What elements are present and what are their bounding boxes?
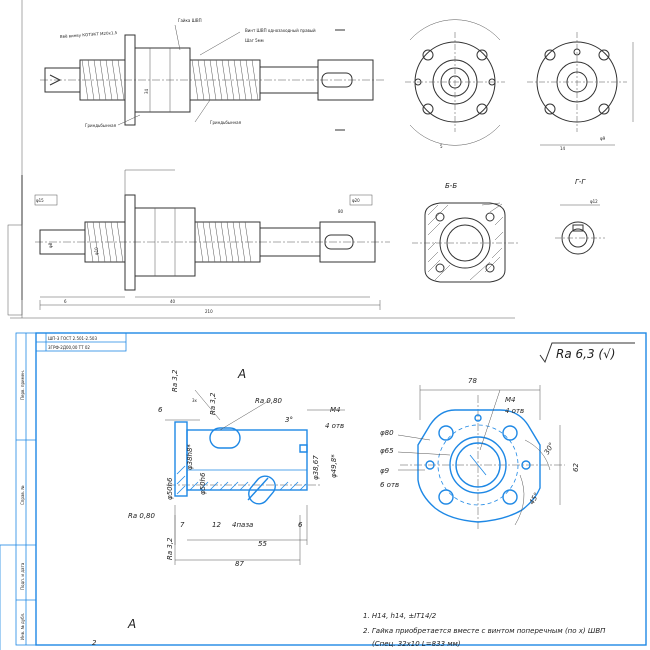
nut-callout: Гайка ШВП <box>178 18 202 23</box>
end-view-1 <box>405 19 505 146</box>
top-sheet: Ввё винву КОТЭКТ М20х1,5 Гайка ШВП Винт … <box>7 0 634 319</box>
dim-3: 3x <box>192 398 198 403</box>
roughness-symbol <box>539 342 635 364</box>
dim-d80: φ80 <box>380 429 394 437</box>
dim-d50b: φ50h6 <box>199 472 207 495</box>
footer-number: 2 <box>92 639 97 647</box>
dim-d65: φ65 <box>380 447 394 455</box>
nut-section-view <box>165 389 345 565</box>
dim-55: 55 <box>258 540 267 548</box>
dim-6holes: 6 отв <box>380 481 399 489</box>
thread-right-callout: Гриндьбынная <box>210 120 242 125</box>
view-a-label: A <box>237 367 246 381</box>
step-callout: Шаг 5мм <box>245 38 264 43</box>
end-view-2 <box>527 32 634 146</box>
dim-3deg: 3° <box>285 416 293 424</box>
side-label-3: Подп. и дата <box>20 562 25 590</box>
dim-62: 62 <box>572 463 580 472</box>
thread-left-callout: Гриндьбынная <box>85 123 117 128</box>
dim-6b: 6 <box>298 521 303 529</box>
dim-87: 87 <box>235 560 244 568</box>
stamp-cell-2: 3ГРФ-2Д00,00 ТТ 02 <box>48 345 90 350</box>
dim-m4: М4 <box>330 406 341 414</box>
screw-callout: Винт ШВП однозаходный правый <box>245 28 316 33</box>
angle-45: 45° <box>528 491 541 506</box>
note-3: (Спец. 32х10 L=833 мм) <box>372 640 461 648</box>
ra08-a: Ra 0,80 <box>255 397 283 405</box>
dim-7: 7 <box>180 521 185 529</box>
nut-flange-view <box>397 385 565 530</box>
dim-4holes: 4 отв <box>325 422 344 430</box>
bottom-sheet <box>0 332 647 650</box>
ra32-a: Ra 3,2 <box>171 369 179 392</box>
screw-assembly-front <box>40 24 385 131</box>
note-1: 1. H14, h14, ±IT14/2 <box>363 612 437 620</box>
roughness-label: Ra 6,3 (√) <box>556 347 615 361</box>
side-label-1: Перв. примен. <box>20 370 25 400</box>
section-gg-label: Г-Г <box>575 178 586 186</box>
ra32-c: Ra 3,2 <box>166 537 174 560</box>
dim-12: 12 <box>212 521 221 529</box>
stamp-cell-1: ШП-3 ГОСТ 2.501-2.503 <box>48 336 97 341</box>
dim-6: 6 <box>158 406 163 414</box>
dim-d498: φ49,8* <box>330 454 338 478</box>
screw-assembly-section <box>34 169 390 310</box>
side-label-2: Справ. № <box>20 486 25 505</box>
ra32-b: Ra 3,2 <box>209 392 217 415</box>
angle-30: 30° <box>543 441 556 456</box>
left-note: Ввё винву КОТЭКТ М20х1,5 <box>60 30 118 39</box>
dim-4holes-b: 4 отв <box>505 407 524 415</box>
dim-d50: φ50h6 <box>166 477 174 500</box>
view-a-bottom-label: A <box>127 617 136 631</box>
ra08-b: Ra 0,80 <box>128 512 156 520</box>
dim-d9: φ9 <box>380 467 390 475</box>
dim-78: 78 <box>468 377 477 385</box>
side-label-4: Инв. № дубл. <box>20 613 25 640</box>
dim-m4b: М4 <box>505 396 516 404</box>
section-bb <box>412 202 518 283</box>
section-gg <box>555 204 605 255</box>
dim-d3867: φ38,67 <box>312 455 320 480</box>
note-2: 2. Гайка приобретается вместе с винтом п… <box>363 627 606 635</box>
dim-4paza: 4паза <box>232 521 253 529</box>
dim-d38: φ38h8* <box>186 444 194 470</box>
section-bb-label: Б-Б <box>445 182 457 190</box>
